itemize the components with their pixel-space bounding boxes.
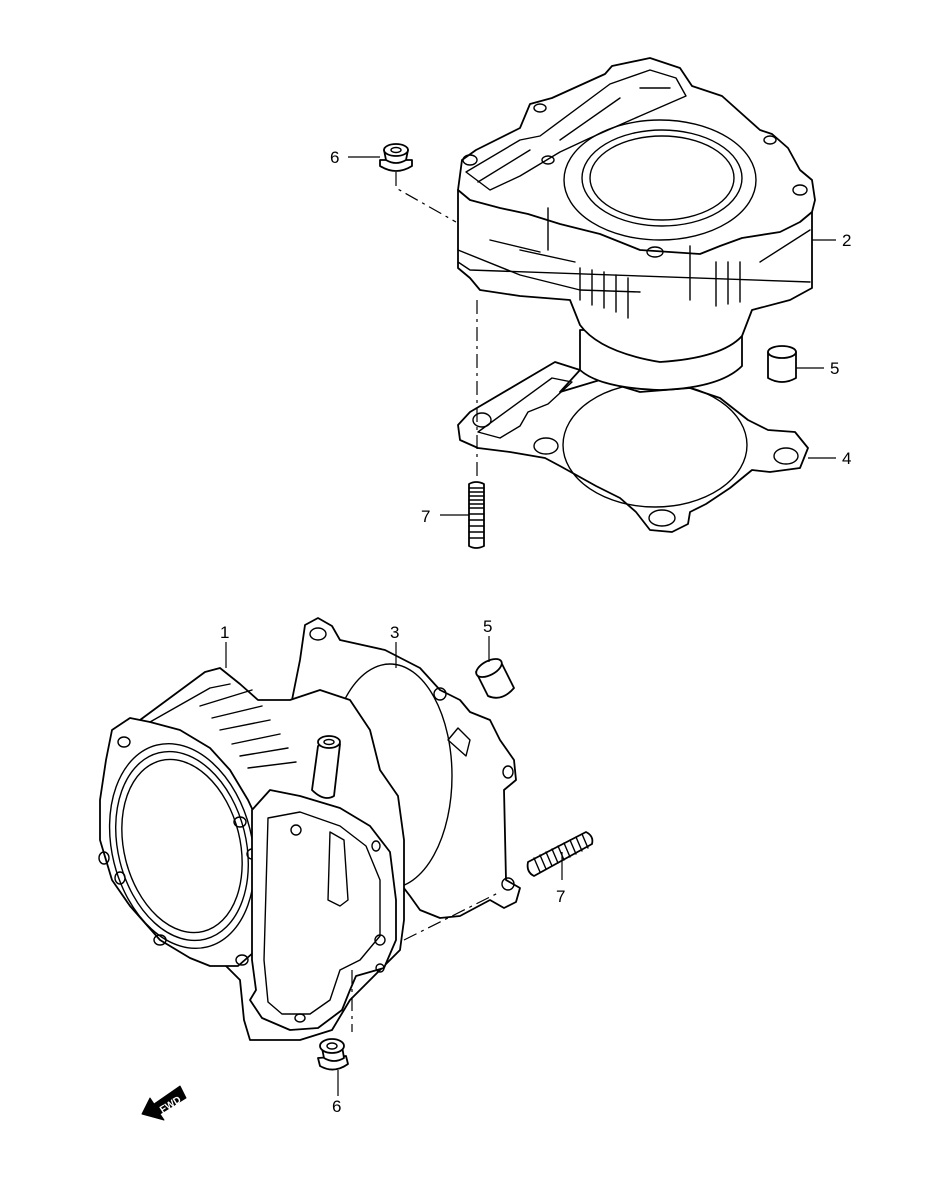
callout-6-top: 6 bbox=[330, 148, 339, 167]
callout-6-bottom: 6 bbox=[332, 1097, 341, 1116]
callout-2: 2 bbox=[842, 231, 851, 250]
flange-nut-bottom bbox=[317, 1038, 349, 1071]
flange-nut-top bbox=[379, 143, 413, 172]
stud-bolt-bottom bbox=[526, 831, 594, 877]
callout-7-top: 7 bbox=[421, 507, 430, 526]
callout-3: 3 bbox=[390, 623, 399, 642]
dowel-pin-top bbox=[767, 345, 797, 383]
forward-arrow-icon: FWD bbox=[141, 1085, 187, 1121]
callout-7-bottom: 7 bbox=[556, 887, 565, 906]
cylinder-bottom bbox=[98, 667, 405, 1041]
callout-5-bottom: 5 bbox=[483, 617, 492, 636]
callout-5-top: 5 bbox=[830, 359, 839, 378]
cylinder-top bbox=[457, 57, 816, 391]
dowel-pin-bottom bbox=[475, 658, 515, 699]
stud-bolt-top bbox=[468, 481, 485, 549]
callout-4: 4 bbox=[842, 449, 851, 468]
callout-1: 1 bbox=[220, 623, 229, 642]
